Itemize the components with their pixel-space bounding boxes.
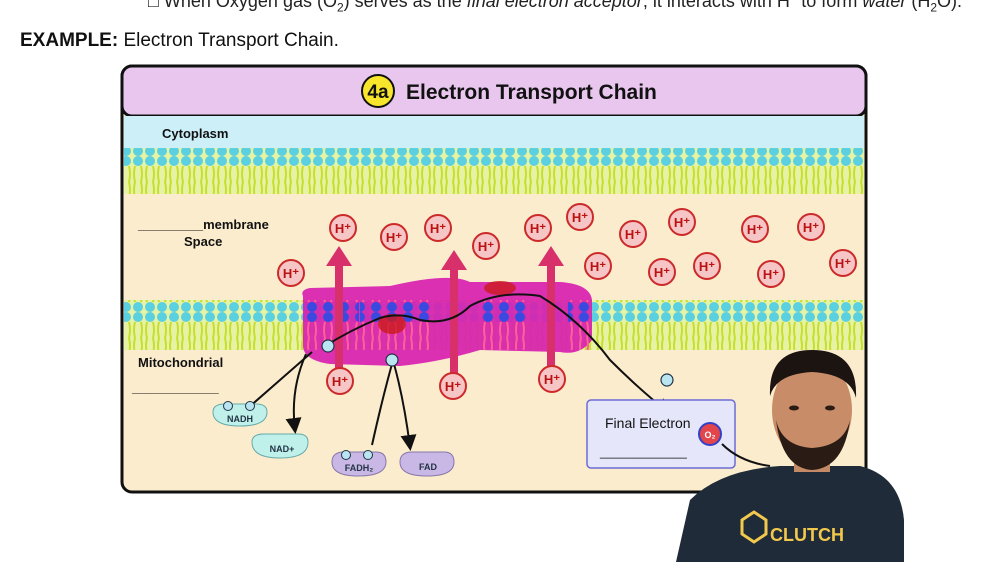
svg-text:H⁺: H⁺ — [625, 227, 641, 242]
svg-text:H⁺: H⁺ — [572, 210, 588, 225]
presenter-hair — [769, 350, 857, 398]
svg-text:H⁺: H⁺ — [332, 374, 348, 389]
nad-label: NAD+ — [270, 444, 295, 454]
proton-7: H⁺ — [619, 220, 647, 248]
proton-17: H⁺ — [326, 367, 354, 395]
svg-text:H⁺: H⁺ — [835, 256, 851, 271]
proton-12: H⁺ — [648, 258, 676, 286]
cytochrome-c — [484, 281, 516, 295]
fad-label: FAD — [419, 462, 438, 472]
proton-18: H⁺ — [439, 372, 467, 400]
fadh2-label: FADH₂ — [345, 463, 374, 473]
proton-9: H⁺ — [741, 215, 769, 243]
fadh2-electron-2 — [363, 450, 373, 460]
nad-carrier: NAD+ — [251, 433, 309, 459]
presenter-eye-left — [789, 405, 799, 411]
svg-text:H⁺: H⁺ — [283, 266, 299, 281]
svg-text:H⁺: H⁺ — [590, 259, 606, 274]
badge-text: 4a — [367, 82, 389, 103]
proton-13: H⁺ — [693, 252, 721, 280]
svg-text:H⁺: H⁺ — [803, 220, 819, 235]
svg-text:H⁺: H⁺ — [544, 372, 560, 387]
proton-pump-arrows — [326, 246, 564, 392]
mito-label: Mitochondrial — [138, 355, 223, 370]
fadh2-carrier: FADH₂ — [331, 450, 387, 477]
nadh-in-arrow — [247, 351, 313, 409]
ubiquinone — [378, 314, 406, 334]
outer-membrane — [124, 148, 864, 194]
presenter-beard — [776, 420, 850, 470]
electron-path — [321, 293, 672, 415]
example-heading: EXAMPLE: Electron Transport Chain. — [20, 30, 339, 52]
electron-3 — [660, 373, 674, 387]
presenter-eye-right — [825, 405, 835, 411]
svg-text:H⁺: H⁺ — [654, 265, 670, 280]
presenter-shirt — [676, 466, 904, 562]
shirt-text: CLUTCH — [770, 525, 844, 545]
electrons — [321, 339, 674, 387]
nadh-label: NADH — [227, 414, 253, 424]
cytoplasm-region — [124, 116, 864, 148]
oxygen-molecule — [698, 422, 722, 446]
proton-6: H⁺ — [566, 203, 594, 231]
proton-group: H⁺ H⁺ H⁺ H⁺ H⁺ H⁺ H⁺ H⁺ H⁺ H⁺ H⁺ H⁺ H⁺ H⁺ H⁺ H⁺ H⁺ H⁺ H⁺ — [277, 203, 857, 400]
svg-text:H⁺: H⁺ — [430, 221, 446, 236]
electron-1 — [321, 339, 335, 353]
proton-16: H⁺ — [277, 259, 305, 287]
mito-blank: ____________ — [131, 380, 220, 395]
final-electron-label: Final Electron — [605, 415, 691, 431]
proton-10: H⁺ — [797, 213, 825, 241]
nadh-electron-2 — [245, 401, 255, 411]
proton-8: H⁺ — [668, 208, 696, 236]
svg-text:H⁺: H⁺ — [763, 267, 779, 282]
complex-iv-lipids — [478, 300, 526, 350]
proton-14: H⁺ — [757, 260, 785, 288]
svg-text:H⁺: H⁺ — [699, 259, 715, 274]
final-acceptor-box — [586, 399, 736, 469]
fad-out-arrow — [393, 363, 417, 451]
proton-4: H⁺ — [472, 232, 500, 260]
svg-text:H⁺: H⁺ — [445, 379, 461, 394]
proton-2: H⁺ — [380, 223, 408, 251]
ims-label-2: Space — [184, 234, 222, 249]
svg-text:H⁺: H⁺ — [674, 215, 690, 230]
final-electron-blank: _____________ — [599, 445, 687, 459]
oxygen-label: O₂ — [705, 430, 716, 440]
instruction-line: □ When Oxygen gas (O2) serves as the fin… — [148, 0, 962, 15]
diagram-title: Electron Transport Chain — [406, 81, 657, 104]
svg-text:H⁺: H⁺ — [386, 230, 402, 245]
proton-11: H⁺ — [584, 252, 612, 280]
fad-carrier: FAD — [399, 451, 455, 477]
proton-1: H⁺ — [329, 214, 357, 242]
example-text: Electron Transport Chain. — [123, 30, 339, 51]
nad-out-arrow — [285, 353, 307, 434]
clutch-logo-icon — [740, 510, 768, 544]
proton-15: H⁺ — [829, 249, 857, 277]
proton-19: H⁺ — [538, 365, 566, 393]
presenter-face — [772, 358, 852, 462]
nadh-carrier: NADH — [212, 401, 268, 427]
electron-2 — [385, 353, 399, 367]
section-badge — [361, 74, 395, 108]
water-arrow — [721, 443, 771, 467]
svg-text:H⁺: H⁺ — [747, 222, 763, 237]
svg-text:H⁺: H⁺ — [478, 239, 494, 254]
checkbox-glyph: □ — [148, 0, 159, 11]
fadh2-in-arrow — [371, 363, 393, 446]
svg-text:H⁺: H⁺ — [530, 221, 546, 236]
cytoplasm-label: Cytoplasm — [162, 126, 228, 141]
fadh2-electron-1 — [341, 450, 351, 460]
svg-text:H⁺: H⁺ — [335, 221, 351, 236]
ims-label: _________membrane — [137, 217, 269, 232]
nadh-electron-1 — [223, 401, 233, 411]
example-label: EXAMPLE: — [20, 30, 119, 51]
proton-5: H⁺ — [524, 214, 552, 242]
proton-3: H⁺ — [424, 214, 452, 242]
